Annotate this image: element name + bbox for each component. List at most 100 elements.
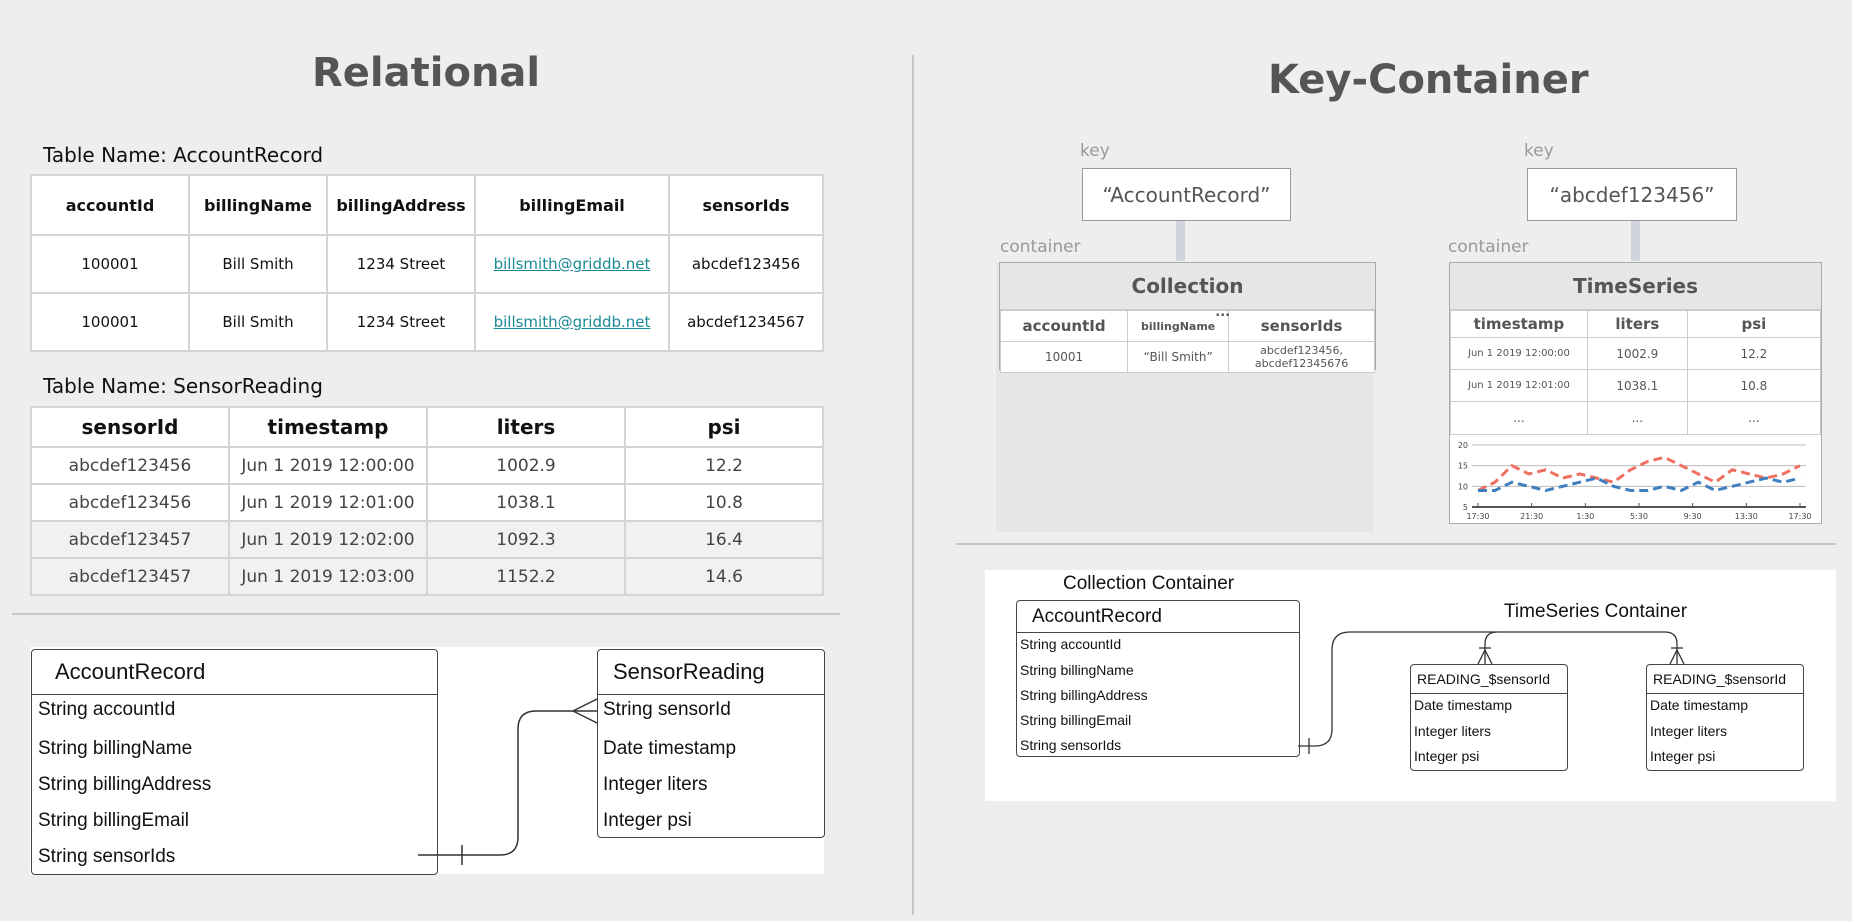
col-psi: psi [1686, 310, 1822, 338]
timeseries-key-stem [1631, 221, 1640, 261]
sensor-table-header: sensorId timestamp liters psi [30, 406, 824, 448]
cell: 16.4 [624, 520, 824, 559]
table-row: 100001 Bill Smith 1234 Street billsmith@… [30, 292, 824, 352]
table-row: abcdef123456 Jun 1 2019 12:00:00 1002.9 … [30, 446, 824, 485]
cell: 12.2 [624, 446, 824, 485]
cell: 1002.9 [1586, 337, 1688, 370]
collection-header: accountId billingName ... sensorIds [999, 305, 1375, 342]
erd-field: Integer psi [1414, 748, 1480, 764]
x-tick-label: 21:30 [1520, 512, 1543, 521]
cell: abcdef123457 [30, 557, 230, 596]
sensor-table-name: Table Name: SensorReading [43, 374, 323, 398]
cell: 1038.1 [426, 483, 626, 522]
timeseries-header: timestamp liters psi [1450, 310, 1822, 338]
erd-field: String billingAddress [38, 774, 212, 795]
table-row: Jun 1 2019 12:00:00 1002.9 12.2 [1450, 337, 1822, 370]
erd-kc-account-title: AccountRecord [1017, 601, 1299, 633]
collection-key-box: “AccountRecord” [1082, 168, 1291, 221]
cell: Jun 1 2019 12:01:00 [228, 483, 428, 522]
cell: abcdef123456 [30, 446, 230, 485]
email-link[interactable]: billsmith@griddb.net [493, 255, 651, 273]
x-tick-label: 17:30 [1788, 512, 1811, 521]
cell: 100001 [30, 292, 190, 352]
table-row: abcdef123457 Jun 1 2019 12:03:00 1152.2 … [30, 557, 824, 596]
email-link[interactable]: billsmith@griddb.net [493, 313, 651, 331]
timeseries-container-label: container [1448, 237, 1529, 257]
erd-field: String billingName [1020, 662, 1134, 678]
col-billingname-label: billingName [1141, 319, 1216, 333]
erd-kc-account-record: AccountRecord String accountId String bi… [1016, 600, 1300, 757]
erd-sensor-reading: SensorReading String sensorId Date times… [597, 649, 825, 838]
timeseries-key-label: key [1524, 141, 1554, 161]
col-timestamp: timestamp [228, 406, 428, 448]
sensor-table: sensorId timestamp liters psi abcdef1234… [30, 406, 824, 596]
collection-container: Collection accountId billingName ... sen… [999, 262, 1376, 373]
cell: ... [1586, 401, 1688, 435]
account-table: accountId billingName billingAddress bil… [30, 174, 824, 352]
col-psi: psi [624, 406, 824, 448]
x-tick-label: 17:30 [1466, 512, 1489, 521]
cell: Bill Smith [188, 234, 328, 294]
cell: 1152.2 [426, 557, 626, 596]
cell: billsmith@griddb.net [474, 292, 670, 352]
right-divider [956, 543, 1836, 545]
col-billingaddress: billingAddress [326, 174, 476, 236]
cell: 12.2 [1686, 337, 1822, 370]
ellipsis-mark: ... [1215, 305, 1231, 320]
x-tick-label: 1:30 [1576, 512, 1594, 521]
col-accountid: accountId [999, 310, 1129, 342]
table-row: abcdef123456 Jun 1 2019 12:01:00 1038.1 … [30, 483, 824, 522]
cell: “Bill Smith” [1127, 341, 1230, 373]
center-divider [912, 55, 914, 915]
erd-account-record: AccountRecord String accountId String bi… [31, 649, 438, 875]
account-table-header: accountId billingName billingAddress bil… [30, 174, 824, 236]
erd-reading-fields: Date timestamp Integer liters Integer ps… [1411, 694, 1567, 769]
cell: 1234 Street [326, 234, 476, 294]
erd-field: Date timestamp [1650, 697, 1749, 713]
cell: 10001 [999, 341, 1129, 373]
keycontainer-heading: Key-Container [1268, 57, 1589, 103]
x-tick-label: 13:30 [1735, 512, 1758, 521]
erd-field: Date timestamp [1414, 697, 1513, 713]
erd-field: String billingAddress [1020, 687, 1148, 703]
y-tick-label: 15 [1458, 462, 1468, 471]
erd-reading-title: READING_$sensorId [1411, 665, 1567, 694]
collection-key-stem [1176, 221, 1185, 261]
x-tick-label: 5:30 [1630, 512, 1648, 521]
cell: Jun 1 2019 12:01:00 [1450, 369, 1588, 402]
timeseries-table: timestamp liters psi Jun 1 2019 12:00:00… [1450, 310, 1822, 435]
erd-reading-1: READING_$sensorId Date timestamp Integer… [1410, 664, 1568, 771]
erd-field: String accountId [38, 699, 176, 720]
erd-field: Integer liters [603, 774, 708, 795]
col-sensorids: sensorIds [1228, 310, 1375, 342]
timeseries-container-erd-label: TimeSeries Container [1504, 601, 1688, 622]
cell: abcdef123456 [30, 483, 230, 522]
left-divider [12, 613, 840, 615]
table-row: ... ... ... [1450, 401, 1822, 435]
cell: Bill Smith [188, 292, 328, 352]
y-tick-label: 5 [1463, 503, 1468, 512]
cell: 14.6 [624, 557, 824, 596]
cell: abcdef123456 [668, 234, 824, 294]
cell: Jun 1 2019 12:03:00 [228, 557, 428, 596]
cell: ... [1686, 401, 1822, 435]
collection-title: Collection [1000, 263, 1375, 310]
cell: 10.8 [624, 483, 824, 522]
erd-field: Integer psi [1650, 748, 1716, 764]
cell: ... [1450, 401, 1588, 435]
y-tick-label: 20 [1458, 441, 1468, 450]
collection-container-erd-label: Collection Container [1063, 573, 1235, 594]
col-sensorid: sensorId [30, 406, 230, 448]
cell: 1234 Street [326, 292, 476, 352]
timeseries-container: TimeSeries timestamp liters psi Jun 1 20… [1449, 262, 1822, 524]
erd-field: String sensorIds [1020, 737, 1122, 753]
col-timestamp: timestamp [1450, 310, 1588, 338]
erd-sensor-title: SensorReading [598, 650, 824, 695]
collection-table: accountId billingName ... sensorIds 1000… [999, 305, 1375, 373]
col-liters: liters [426, 406, 626, 448]
cell: billsmith@griddb.net [474, 234, 670, 294]
erd-account-fields: String accountId String billingName Stri… [32, 695, 437, 875]
cell: abcdef1234567 [668, 292, 824, 352]
cell: 1038.1 [1586, 369, 1688, 402]
